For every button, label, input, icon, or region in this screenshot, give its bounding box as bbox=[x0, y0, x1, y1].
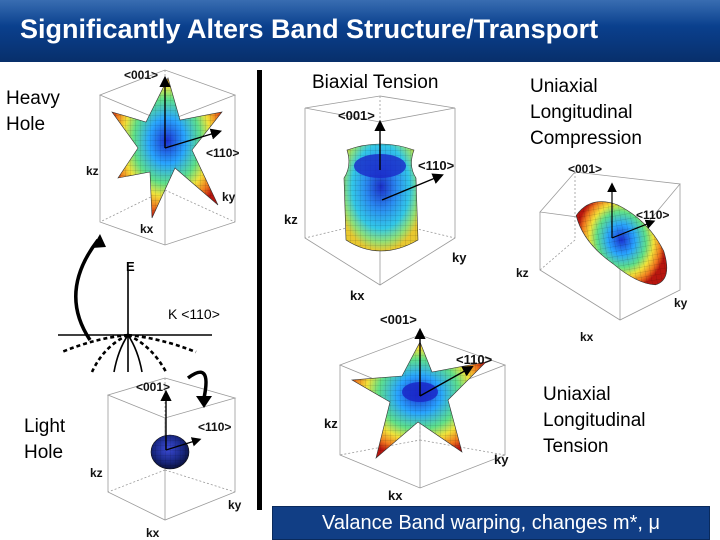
uniaxial-tension-label: Uniaxial Longitudinal Tension bbox=[543, 384, 646, 457]
uc-kz-label: kz bbox=[516, 266, 529, 280]
uc-dir001-label: <001> bbox=[568, 162, 603, 176]
lh-dir110-label: <110> bbox=[198, 420, 232, 434]
bt-kx-label: kx bbox=[350, 288, 365, 303]
hh-kz-label: kz bbox=[86, 164, 99, 178]
k-axis-label: K <110> bbox=[168, 306, 220, 322]
title-bar: Significantly Alters Band Structure/Tran… bbox=[0, 0, 720, 62]
bt-dir110-label: <110> bbox=[418, 158, 455, 173]
lh-kx-label: kx bbox=[146, 526, 160, 540]
ut-kz-label: kz bbox=[324, 416, 338, 431]
lh-dir001-label: <001> bbox=[136, 380, 171, 394]
uc-ky-label: ky bbox=[674, 296, 688, 310]
biaxial-surface bbox=[343, 119, 444, 252]
band-diagram bbox=[58, 270, 212, 373]
bt-ky-label: ky bbox=[452, 250, 467, 265]
light-hole-surface bbox=[150, 389, 202, 470]
biaxial-tension-label: Biaxial Tension bbox=[312, 72, 439, 93]
uniaxial-compression-label: Uniaxial Longitudinal Compression bbox=[530, 76, 642, 149]
bt-dir001-label: <001> bbox=[338, 108, 375, 123]
hh-ky-label: ky bbox=[222, 190, 236, 204]
heavy-hole-surface bbox=[111, 75, 223, 219]
ut-dir110-label: <110> bbox=[456, 352, 493, 367]
hh-kx-label: kx bbox=[140, 222, 154, 236]
tension-surface bbox=[351, 327, 487, 459]
hh-dir110-label: <110> bbox=[206, 146, 240, 160]
conclusion-note: Valance Band warping, changes m*, μ bbox=[272, 506, 710, 540]
light-hole-plot bbox=[106, 377, 237, 521]
slide-title: Significantly Alters Band Structure/Tran… bbox=[20, 14, 599, 44]
bt-kz-label: kz bbox=[284, 212, 298, 227]
ut-ky-label: ky bbox=[494, 452, 509, 467]
hh-dir001-label: <001> bbox=[124, 68, 159, 82]
uc-kx-label: kx bbox=[580, 330, 594, 344]
energy-axis-label: E bbox=[126, 259, 135, 274]
heavy-hole-label: Heavy Hole bbox=[6, 88, 60, 135]
compression-surface bbox=[575, 182, 668, 286]
ut-dir001-label: <001> bbox=[380, 312, 417, 327]
curved-arrows bbox=[74, 238, 208, 399]
ut-kx-label: kx bbox=[388, 488, 403, 503]
light-hole-arrowhead bbox=[196, 396, 212, 408]
panel-divider bbox=[257, 70, 262, 510]
lh-kz-label: kz bbox=[90, 466, 103, 480]
light-hole-label: Light Hole bbox=[24, 416, 66, 463]
uc-dir110-label: <110> bbox=[636, 208, 670, 222]
heavy-hole-arrowhead bbox=[92, 234, 106, 248]
lh-ky-label: ky bbox=[228, 498, 242, 512]
